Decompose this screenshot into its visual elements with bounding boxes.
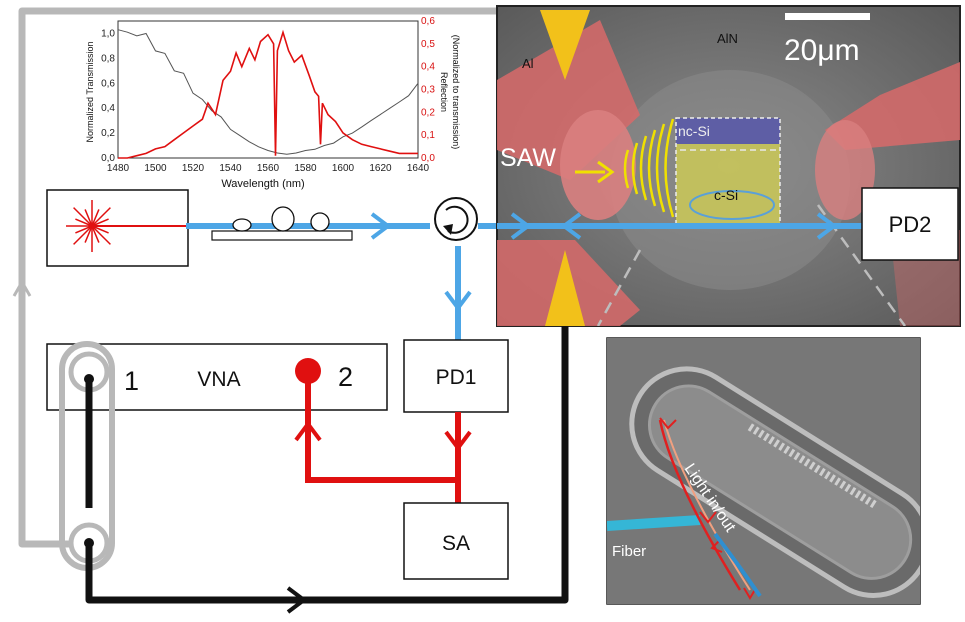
idt-top-triangle	[540, 10, 590, 80]
laser-ray	[73, 207, 93, 227]
y-right-tick-label: 0,4	[421, 62, 435, 73]
y-right-tick-label: 0,1	[421, 130, 435, 141]
black-cable	[85, 326, 569, 604]
x-tick-label: 1620	[369, 163, 392, 174]
laser-ray	[73, 225, 93, 245]
gray-cable	[18, 7, 559, 548]
idt-bottom-triangle	[545, 250, 585, 326]
pd2-detector: PD2	[861, 187, 959, 261]
saw-wavefronts	[623, 118, 675, 218]
y-left-tick-label: 0,2	[101, 128, 115, 139]
blue-arrow-3	[560, 212, 582, 240]
pd1-label: PD1	[436, 366, 477, 389]
x-tick-label: 1580	[294, 163, 317, 174]
port1-connector	[84, 374, 94, 384]
rf-path	[305, 374, 461, 503]
plot-frame	[117, 20, 419, 159]
y-right-tick-label: 0,3	[421, 85, 435, 96]
laser-ray	[84, 209, 93, 227]
x-tick-label: 1480	[107, 163, 130, 174]
sa-label: SA	[442, 532, 470, 555]
laser-box	[46, 189, 189, 267]
y-right-tick-label: 0,6	[421, 16, 435, 27]
x-tick-label: 1500	[144, 163, 167, 174]
x-tick-label: 1520	[182, 163, 205, 174]
laser-ray	[84, 225, 93, 243]
circulator-icon	[434, 197, 478, 241]
x-tick-label: 1540	[219, 163, 242, 174]
nc-si-region	[676, 118, 780, 144]
x-tick-label: 1560	[257, 163, 280, 174]
vna-instrument: VNA 1 2	[46, 343, 388, 411]
black-cable-arrow	[286, 586, 308, 614]
x-tick-label: 1640	[407, 163, 430, 174]
vna-label: VNA	[197, 368, 240, 391]
laser-source	[46, 189, 189, 267]
blue-arrow-1	[370, 212, 392, 240]
transmission-series-line	[117, 29, 419, 155]
spectrum-plot: 1480 1500 1520 1540 1560 1580 1600 1620 1640 0,0…	[85, 16, 461, 190]
label-aln: AlN	[717, 31, 738, 46]
y-right-tick-label: 0,2	[421, 107, 435, 118]
rf-arrow-up	[294, 420, 322, 442]
pd1-detector: PD1	[403, 339, 509, 413]
y-right-tick-label: 0,5	[421, 39, 435, 50]
reflection-series-line	[118, 29, 418, 159]
y-left-tick-label: 1,0	[101, 28, 115, 39]
laser-ray	[91, 225, 109, 234]
polarization-controller	[211, 206, 353, 241]
label-saw: SAW	[500, 144, 556, 172]
x-tick-label: 1600	[332, 163, 355, 174]
vna-port1-label: 1	[124, 366, 139, 396]
vna-port2-label: 2	[338, 362, 353, 392]
fiber-line	[607, 515, 701, 531]
blue-arrow-down	[444, 290, 472, 312]
laser-starburst-icon	[66, 200, 118, 252]
saw-arrow	[597, 160, 615, 184]
plot-xlabel: Wavelength (nm)	[221, 178, 304, 190]
gray-cable-arrow	[12, 278, 32, 297]
y-left-tick-label: 0,6	[101, 78, 115, 89]
plot-ylabel-right-note: (Normalized to transmission)	[451, 35, 461, 150]
spectrum-analyzer: SA	[403, 502, 509, 580]
label-al: Al	[522, 56, 534, 71]
laser-ray	[91, 225, 100, 243]
laser-ray	[91, 225, 111, 245]
label-nc-si: nc-Si	[678, 123, 710, 139]
blue-arrow-2	[510, 212, 532, 240]
y-left-tick-label: 0,4	[101, 103, 115, 114]
sem-inset-image: Light in/out Fiber	[606, 337, 921, 605]
label-scale: 20μm	[784, 34, 860, 67]
label-fiber: Fiber	[612, 543, 646, 560]
scale-bar	[785, 13, 870, 20]
laser-ray	[75, 225, 93, 234]
plot-ylabel-left: Normalized Transmission	[85, 41, 95, 142]
blue-arrow-4	[816, 212, 838, 240]
plot-ylabel-right: Reflection	[439, 72, 449, 112]
rf-arrow-down	[444, 430, 472, 452]
c-si-region	[676, 144, 780, 228]
y-right-tick-label: 0,0	[421, 153, 435, 164]
label-c-si: c-Si	[714, 187, 738, 203]
sem-device-image: SAW Al AlN 20μm nc-Si c-Si	[496, 5, 961, 327]
laser-ray	[75, 218, 93, 227]
pd2-label: PD2	[889, 212, 932, 237]
laser-ray	[91, 218, 109, 227]
y-left-tick-label: 0,0	[101, 153, 115, 164]
vna-port2-connector	[295, 358, 321, 384]
y-left-tick-label: 0,8	[101, 53, 115, 64]
laser-ray	[91, 207, 111, 227]
laser-ray	[91, 209, 100, 227]
